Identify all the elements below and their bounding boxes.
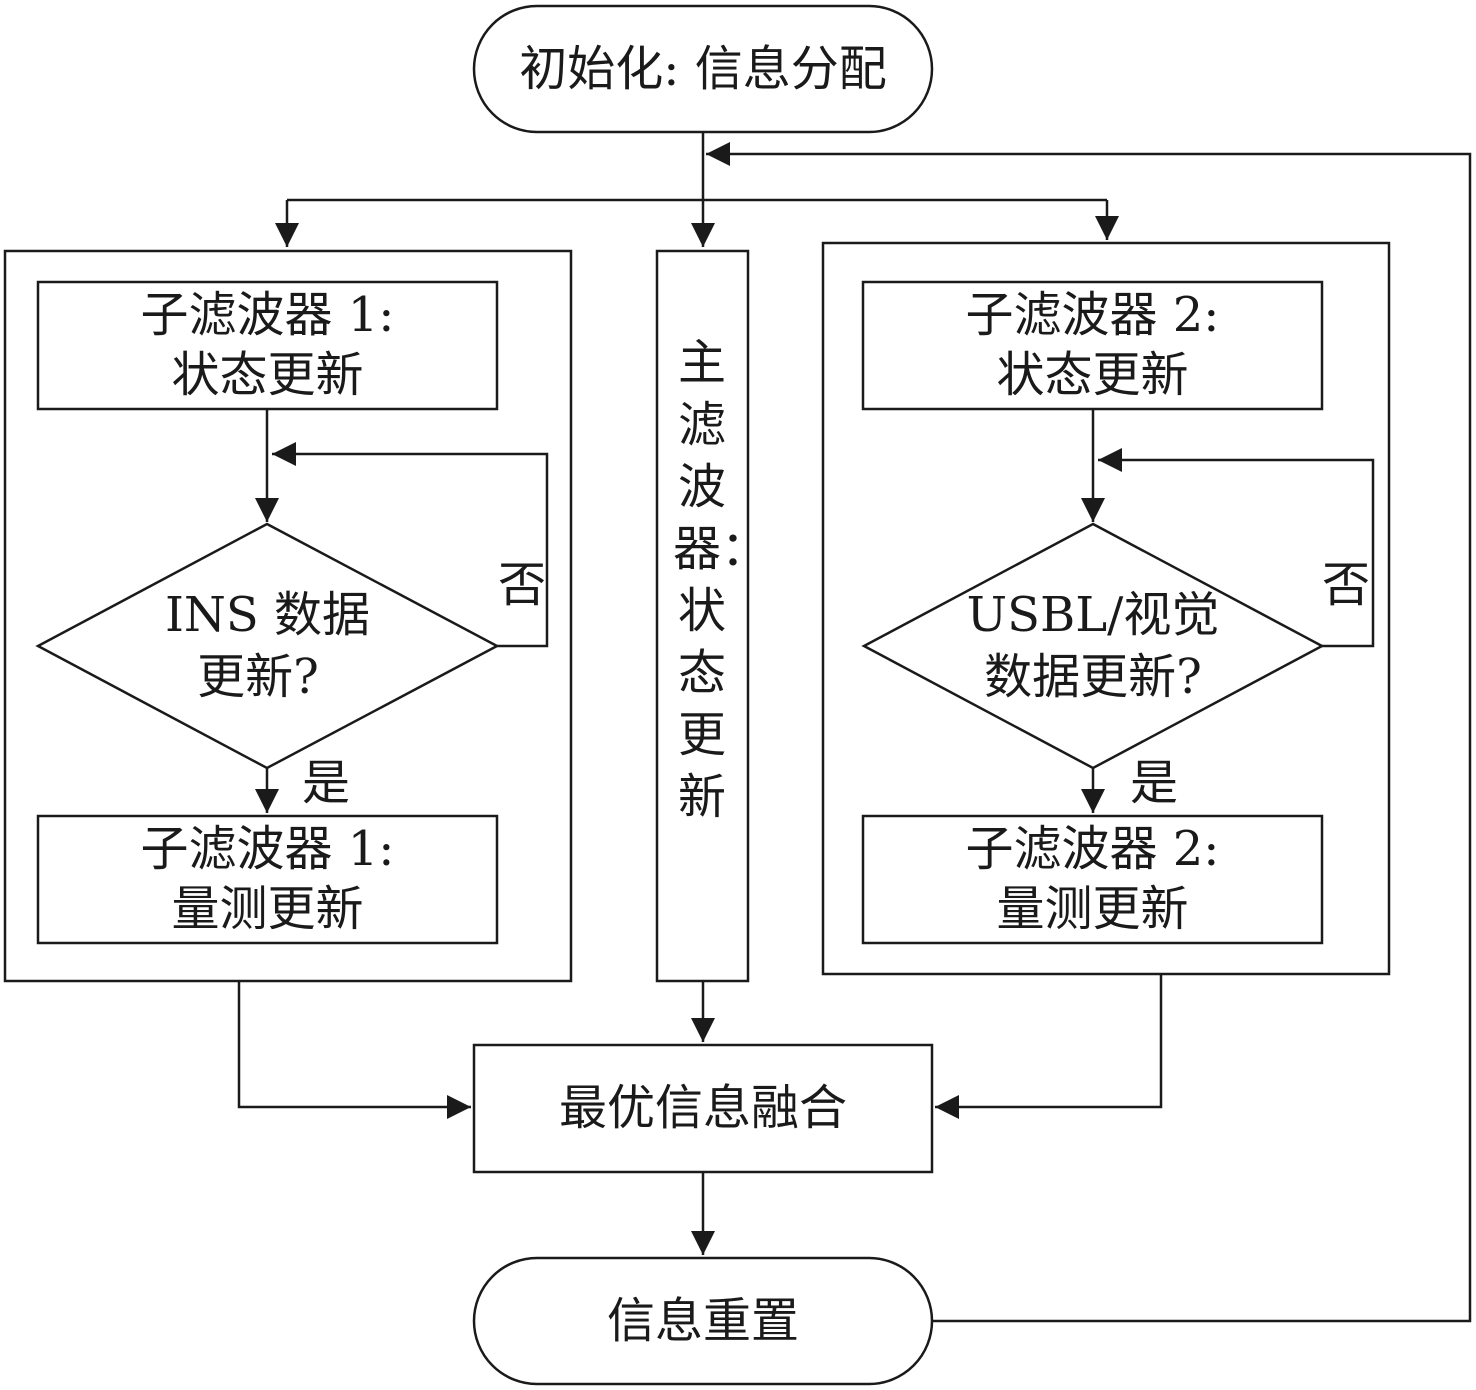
main-filter-label: 主滤波器：状态更新 — [673, 335, 770, 825]
fusion-label: 最优信息融合 — [558, 1080, 847, 1136]
sub1-decision-line1: INS 数据 — [164, 587, 371, 643]
sub2-measurement-update-line2: 量测更新 — [996, 881, 1189, 937]
sub2-to-fusion-arrow — [935, 974, 1163, 1119]
sub2-measurement-update-box — [861, 814, 1324, 945]
sub1-measurement-update-line1: 子滤波器 1: — [140, 821, 395, 877]
sub2-decision-line1: USBL/视觉 — [966, 587, 1220, 643]
sub1-state-update-line1: 子滤波器 1: — [140, 287, 395, 343]
sub2-measurement-update-line1: 子滤波器 2: — [965, 821, 1220, 877]
sub1-measurement-update-box — [36, 814, 499, 945]
sub1-no-loop — [272, 442, 549, 648]
sub2-state-update-line2: 状态更新 — [996, 347, 1189, 403]
sub2-state-update-box — [861, 280, 1324, 411]
sub2-state-update-line1: 子滤波器 2: — [965, 287, 1220, 343]
sub1-no-label: 否 — [497, 557, 546, 613]
sub2-yes-label: 是 — [1129, 755, 1178, 811]
sub1-yes-label: 是 — [301, 755, 350, 811]
sub1-state-update-line2: 状态更新 — [171, 347, 364, 403]
sub2-decision-line2: 数据更新? — [984, 649, 1202, 705]
sub1-state-update-box — [36, 280, 499, 411]
sub1-measurement-update-line2: 量测更新 — [171, 881, 364, 937]
sub2-no-loop — [1098, 448, 1375, 648]
sub1-decision-line2: 更新? — [197, 649, 319, 705]
sub2-no-label: 否 — [1321, 557, 1370, 613]
reset-label: 信息重置 — [606, 1293, 799, 1349]
main-filter-box — [655, 249, 750, 983]
start-label: 初始化: 信息分配 — [519, 41, 887, 97]
sub1-to-fusion-arrow — [237, 981, 471, 1119]
reset-feedback-arrow — [706, 142, 1472, 1323]
fusion-box — [472, 1043, 934, 1174]
